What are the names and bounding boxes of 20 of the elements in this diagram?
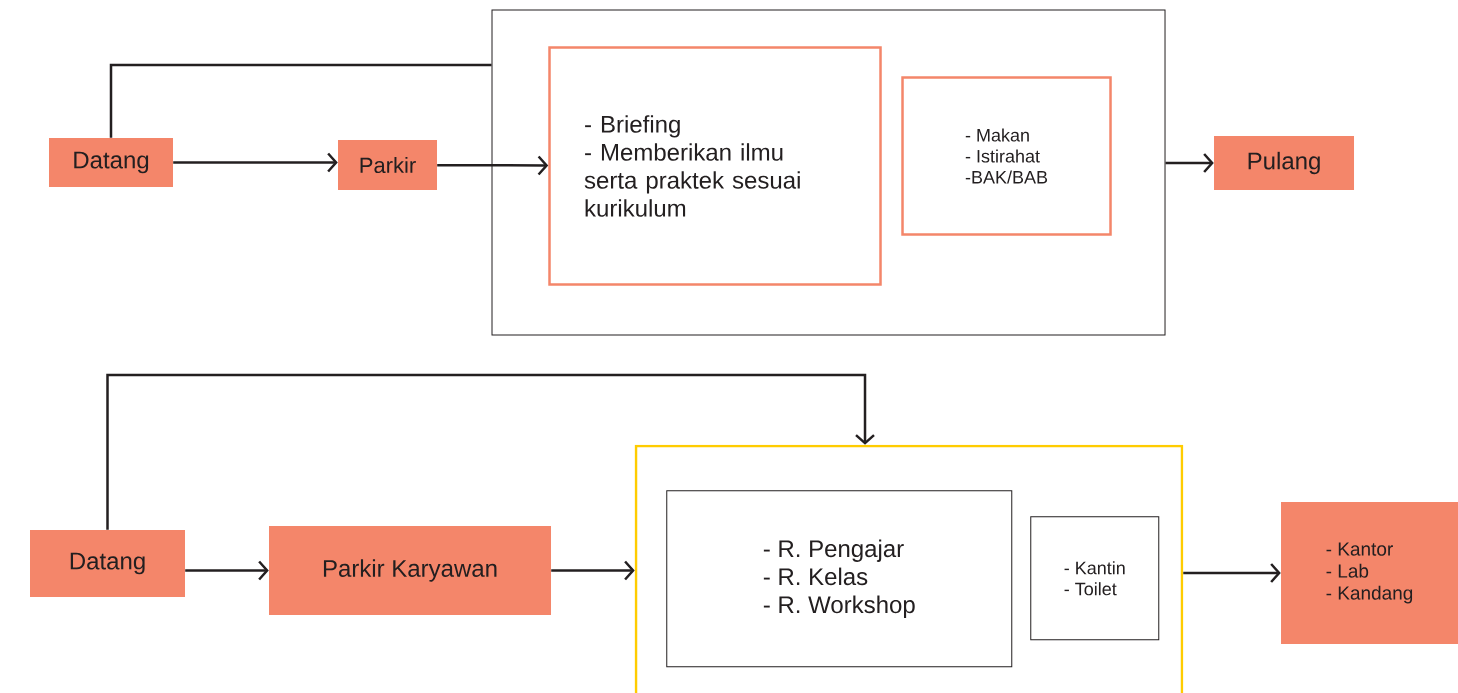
connector-line bbox=[109, 63, 492, 138]
arrow bbox=[106, 373, 875, 530]
process-box: Datang bbox=[49, 138, 173, 187]
process-box: Pulang bbox=[1214, 136, 1354, 190]
activity-box: - Briefing - Memberikan ilmu serta praktek sesuai kurikulum bbox=[548, 46, 882, 286]
process-box: Parkir bbox=[338, 140, 437, 190]
arrow bbox=[437, 155, 549, 176]
activity-box: - Makan - Istirahat -BAK/BAB bbox=[901, 76, 1112, 236]
process-box: - Kantor - Lab - Kandang bbox=[1281, 502, 1458, 644]
arrow bbox=[1165, 153, 1214, 173]
group-frame: - R. Pengajar - R. Kelas - R. Workshop bbox=[666, 490, 1013, 668]
process-box: Datang bbox=[30, 530, 185, 597]
arrow bbox=[1183, 563, 1281, 583]
group-frame bbox=[634, 444, 1184, 693]
group-frame bbox=[491, 9, 1166, 336]
arrow bbox=[551, 560, 635, 581]
arrow bbox=[185, 560, 269, 581]
group-frame: - Kantin - Toilet bbox=[1030, 516, 1160, 641]
process-box: Parkir Karyawan bbox=[269, 526, 551, 615]
arrow bbox=[173, 152, 338, 173]
